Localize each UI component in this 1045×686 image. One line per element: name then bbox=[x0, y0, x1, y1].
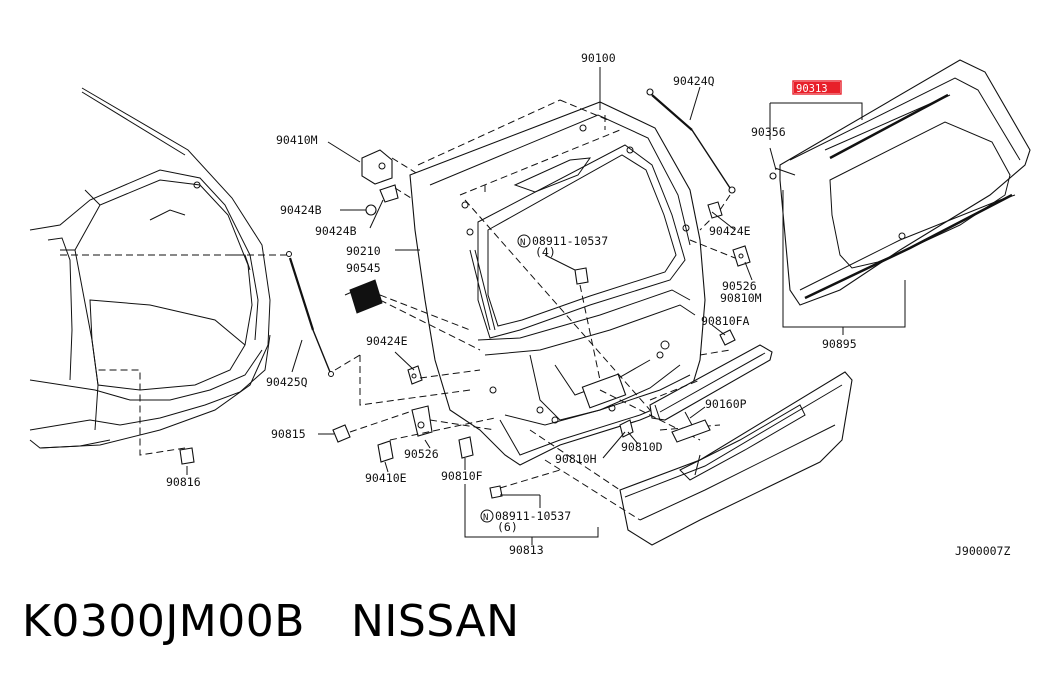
label-90545: 90545 bbox=[346, 261, 381, 275]
label-90313-highlight bbox=[792, 80, 842, 95]
stopper-90526 bbox=[732, 245, 751, 267]
label-08911-top-qty: (4) bbox=[535, 245, 556, 259]
label-90410M: 90410M bbox=[276, 133, 318, 147]
license-cover bbox=[344, 279, 383, 314]
diagram-ref-code: J900007Z bbox=[955, 544, 1010, 558]
label-90424Q: 90424Q bbox=[673, 74, 715, 88]
label-90813: 90813 bbox=[509, 543, 544, 557]
label-90424B-b: 90424B bbox=[315, 224, 357, 238]
label-08911-top: 08911-10537 bbox=[532, 234, 608, 248]
n-symbol-bottom bbox=[480, 509, 494, 523]
label-90815: 90815 bbox=[271, 427, 306, 441]
part-labels: 90100 90424Q 90313 90356 90410M 90424B 9… bbox=[166, 51, 1010, 558]
label-90424B-a: 90424B bbox=[280, 203, 322, 217]
bracket-90424E-upper bbox=[707, 201, 723, 219]
clip-90810D bbox=[619, 419, 634, 438]
gas-strut-left bbox=[286, 251, 334, 377]
exploded-parts-diagram: 90100 90424Q 90313 90356 90410M 90424B 9… bbox=[29, 51, 1031, 558]
label-90425Q: 90425Q bbox=[266, 375, 308, 389]
hinge-upper bbox=[361, 149, 399, 216]
label-08911-bottom: 08911-10537 bbox=[495, 509, 571, 523]
n-symbol-top-letter: N bbox=[520, 238, 525, 248]
gas-strut-right bbox=[646, 88, 736, 194]
label-08911-bottom-qty: (6) bbox=[497, 520, 518, 534]
label-90424E-a: 90424E bbox=[709, 224, 751, 238]
label-90356: 90356 bbox=[751, 125, 786, 139]
back-window-glass bbox=[774, 59, 1031, 306]
label-90526-a: 90526 bbox=[722, 279, 757, 293]
label-90816: 90816 bbox=[166, 475, 201, 489]
label-90100: 90100 bbox=[581, 51, 616, 65]
striker-90526 bbox=[411, 405, 433, 437]
label-90210: 90210 bbox=[346, 244, 381, 258]
screw-08911-lower bbox=[489, 485, 503, 499]
bumper-90815 bbox=[332, 424, 351, 443]
label-90526-b: 90526 bbox=[404, 447, 439, 461]
label-90810H: 90810H bbox=[555, 452, 597, 466]
label-90810FA: 90810FA bbox=[701, 314, 750, 328]
part-number: K0300JM00B bbox=[22, 596, 305, 647]
caption: K0300JM00B NISSAN bbox=[22, 596, 520, 647]
label-90895: 90895 bbox=[822, 337, 857, 351]
lamp-90160P bbox=[671, 411, 711, 443]
garnish-lower bbox=[619, 371, 853, 546]
hinge-lower bbox=[377, 440, 394, 463]
brand-name: NISSAN bbox=[350, 596, 520, 647]
clip-90810F bbox=[458, 436, 474, 459]
label-90160P: 90160P bbox=[705, 397, 747, 411]
finisher-strip bbox=[649, 344, 773, 421]
clip-90810FA bbox=[719, 329, 736, 346]
label-90410E: 90410E bbox=[365, 471, 407, 485]
label-90424E-b: 90424E bbox=[366, 334, 408, 348]
plug-90816 bbox=[179, 447, 195, 465]
n-symbol-top bbox=[517, 234, 531, 248]
vehicle-body-drawing bbox=[29, 87, 271, 449]
label-90313: 90313 bbox=[796, 83, 828, 95]
label-90810F: 90810F bbox=[441, 469, 483, 483]
n-symbol-bottom-letter: N bbox=[483, 513, 488, 523]
label-90810M: 90810M bbox=[720, 291, 762, 305]
tailgate-panel bbox=[409, 101, 706, 466]
bracket-90424E-lower bbox=[407, 365, 423, 385]
label-90810D: 90810D bbox=[621, 440, 663, 454]
